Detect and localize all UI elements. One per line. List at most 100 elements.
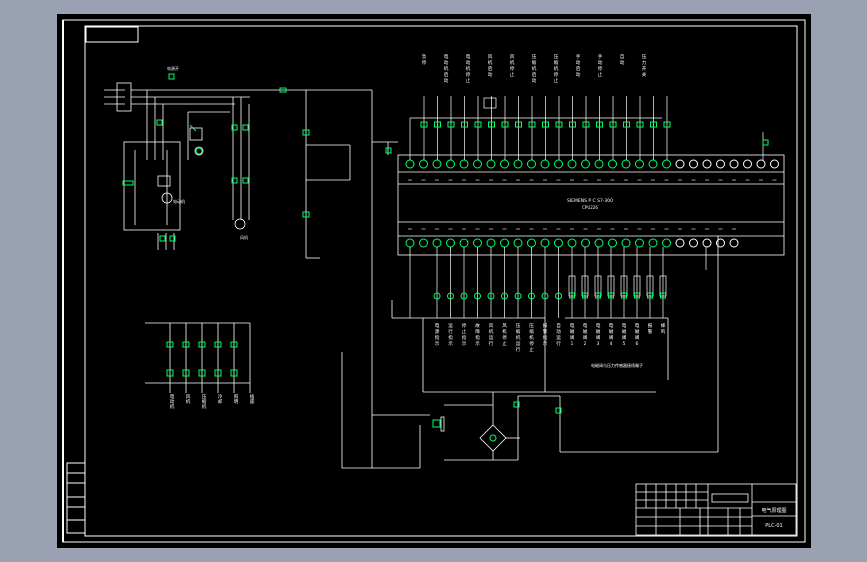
output-label-char: 自 xyxy=(556,322,561,329)
corner-tag-box xyxy=(85,26,139,43)
output-label-char: 机 xyxy=(529,334,534,341)
input-label-char: 启 xyxy=(444,71,449,78)
input-label-char: 动 xyxy=(598,59,603,66)
switch-array xyxy=(145,322,251,393)
input-terminal xyxy=(554,159,563,169)
output-wiring xyxy=(409,247,707,318)
inner-border xyxy=(84,25,798,537)
output-terminal xyxy=(581,238,590,248)
input-switch xyxy=(420,121,428,128)
input-terminal xyxy=(689,159,698,169)
output-label-char: 行 xyxy=(448,328,453,335)
output-label-char: 示 xyxy=(475,341,480,347)
indicator-lamp xyxy=(474,292,481,300)
switch-label-char: 照 xyxy=(234,394,239,400)
output-terminal xyxy=(702,238,712,248)
switch-label-char: 电 xyxy=(170,393,175,400)
valve-label: 蜂鸣 xyxy=(661,322,666,335)
input-label-char: 停 xyxy=(466,71,471,78)
input-terminal xyxy=(486,159,496,169)
input-label-char: 手 xyxy=(598,53,603,60)
valve-label-char: 3 xyxy=(597,341,600,347)
plc-model-label: SIEMENS P C S7-300 xyxy=(567,198,613,204)
valve-coil-frame xyxy=(568,275,576,297)
output-terminal xyxy=(689,238,698,248)
switch-label-char: 机 xyxy=(170,403,175,410)
note-label: 电磁阀与压力传感器接线端子 xyxy=(591,362,643,368)
switch-label-char: 座 xyxy=(250,398,255,405)
indicator-lamp xyxy=(528,292,535,300)
input-terminal xyxy=(594,159,604,169)
input-label-char: 风 xyxy=(488,54,493,60)
input-switch xyxy=(528,121,536,128)
valve-coil xyxy=(647,292,653,299)
power-components xyxy=(122,73,769,442)
valve-label-char: 磁 xyxy=(622,328,627,335)
indicator-lamp xyxy=(555,292,562,300)
valve-label-char: 警 xyxy=(648,328,653,335)
valve-label-char: 阀 xyxy=(570,334,575,341)
output-terminal xyxy=(648,238,658,248)
valve-label-char: 磁 xyxy=(583,328,588,335)
input-label-char: 止 xyxy=(598,71,603,78)
valve-coil xyxy=(660,292,666,299)
input-terminal xyxy=(675,159,685,169)
output-terminal xyxy=(635,238,644,248)
input-switch xyxy=(447,121,455,128)
input-switch xyxy=(609,121,617,128)
input-switch xyxy=(461,121,468,128)
switch-label-char: 压 xyxy=(202,394,207,400)
input-label: 急停 xyxy=(422,53,427,66)
indicator-lamp xyxy=(541,292,549,300)
switch-label: 压缩机 xyxy=(202,394,207,410)
valve-label-char: 电 xyxy=(583,322,588,329)
input-label-char: 启 xyxy=(532,71,537,78)
input-terminal xyxy=(419,159,428,169)
output-label-char: 风 xyxy=(489,323,494,329)
input-label-char: 动 xyxy=(444,77,449,84)
power-switch-label: 电源开 xyxy=(167,65,179,71)
valve-label-char: 电 xyxy=(570,322,575,329)
input-label-char: 自 xyxy=(620,53,625,60)
output-label-char: 示 xyxy=(435,341,440,347)
input-label-char: 急 xyxy=(422,53,427,60)
input-terminal xyxy=(513,159,523,169)
plc-input-terminals xyxy=(405,159,779,181)
input-label-char: 机 xyxy=(532,65,537,72)
output-label-char: 指 xyxy=(462,334,467,341)
switch-label: 照明 xyxy=(234,394,239,405)
fuse xyxy=(198,369,206,377)
input-label-char: 机 xyxy=(510,59,515,66)
output-terminal xyxy=(675,238,685,248)
switch-label-char: 却 xyxy=(218,398,223,405)
output-terminal xyxy=(729,238,739,248)
output-label-char: 动 xyxy=(556,328,561,335)
input-label-char: 压 xyxy=(532,54,537,60)
breaker xyxy=(230,341,238,348)
output-terminal xyxy=(621,238,631,248)
output-label-char: 电 xyxy=(435,322,440,329)
breaker xyxy=(198,341,206,348)
valve-label-char: 电 xyxy=(635,322,640,329)
input-terminal xyxy=(446,159,455,169)
output-label-char: 指 xyxy=(435,334,440,341)
input-switch xyxy=(555,121,563,128)
fuse xyxy=(182,369,190,377)
input-label-char: 缩 xyxy=(554,59,559,66)
input-terminal xyxy=(540,159,550,169)
input-switch xyxy=(474,121,482,128)
input-label-char: 开 xyxy=(642,66,647,72)
input-label-char: 缩 xyxy=(532,59,537,66)
input-switch xyxy=(501,121,509,128)
